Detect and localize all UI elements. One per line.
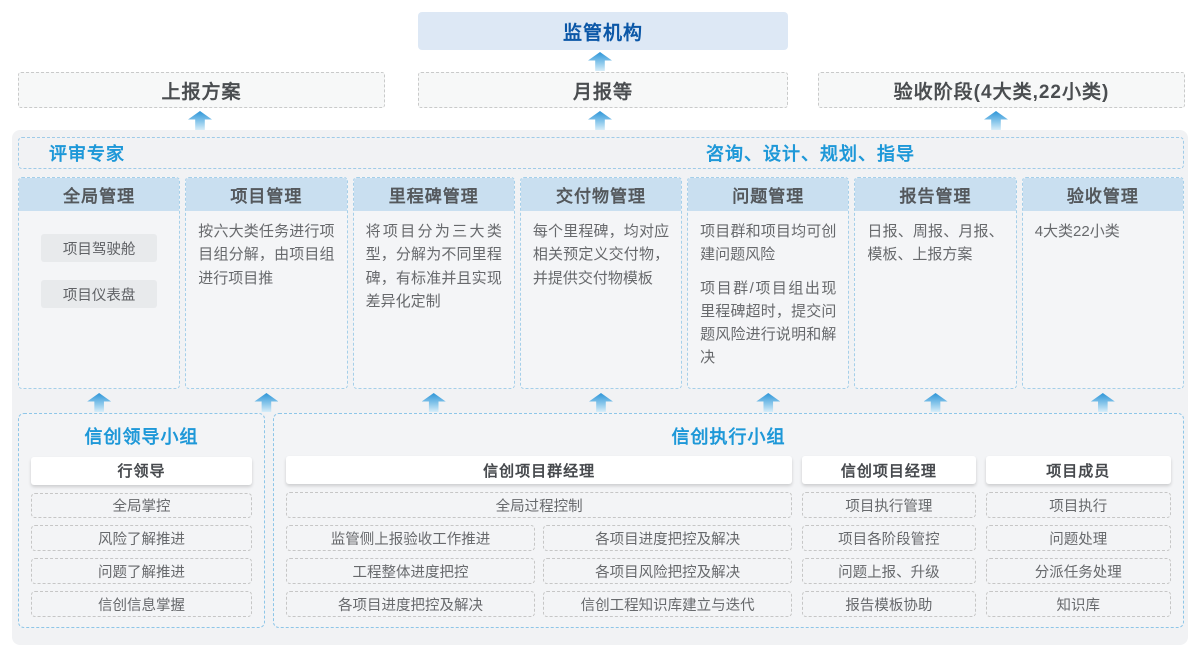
column-text: 项目群和项目均可创建问题风险 [700, 223, 837, 264]
column-issue-management: 问题管理 项目群和项目均可创建问题风险 项目群/项目组出现里程碑超时，提交问题风… [687, 177, 850, 389]
cockpit-box: 项目驾驶舱 [41, 234, 158, 262]
member-item: 问题处理 [985, 525, 1171, 551]
column-milestone-management: 里程碑管理 将项目分为三大类型，分解为不同里程碑，有标准并且实现差异化定制 [352, 177, 515, 389]
column-text: 每个里程碑，均对应相关预定义交付物，并提供交付物模板 [532, 223, 670, 287]
member-item: 项目执行 [985, 492, 1171, 518]
column-global-management: 全局管理 项目驾驶舱 项目仪表盘 [18, 177, 181, 389]
up-arrow-col-1 [87, 393, 112, 412]
regulator-box: 监管机构 [418, 12, 788, 50]
pjm-item: 报告模板协助 [802, 591, 976, 617]
bottom-groups: 信创领导小组 行领导 全局掌控 风险了解推进 问题了解推进 信创信息掌握 信创执… [18, 413, 1184, 628]
member-item: 知识库 [985, 591, 1171, 617]
pm-item: 工程整体进度把控 [286, 558, 536, 584]
role-project-member: 项目成员 [985, 456, 1171, 484]
guidance-label: 咨询、设计、规划、指导 [706, 144, 916, 164]
program-manager-section: 信创项目群经理 全局过程控制 监管侧上报验收工作推进 各项目进度把控及解决 工程… [286, 450, 793, 617]
pjm-item: 项目执行管理 [802, 492, 976, 518]
role-project-manager: 信创项目经理 [802, 456, 976, 484]
column-title: 项目管理 [186, 178, 347, 211]
pm-item: 各项目风险把控及解决 [543, 558, 793, 584]
column-title: 交付物管理 [520, 178, 682, 211]
leader-group-box: 信创领导小组 行领导 全局掌控 风险了解推进 问题了解推进 信创信息掌握 [18, 413, 265, 628]
up-arrow-col-6 [923, 393, 948, 412]
column-title: 验收管理 [1022, 178, 1183, 211]
up-arrow-col-4 [588, 393, 613, 412]
report-plan-box: 上报方案 [18, 72, 385, 108]
report-acceptance-label: 验收阶段(4大类,22小类) [893, 81, 1110, 103]
role-program-manager: 信创项目群经理 [286, 456, 793, 484]
up-arrow-to-monthly [588, 111, 612, 130]
up-arrow-col-5 [756, 393, 781, 412]
pjm-item: 问题上报、升级 [802, 558, 976, 584]
up-arrow-col-2 [254, 393, 279, 412]
leader-item: 信创信息掌握 [31, 591, 252, 618]
column-title: 问题管理 [688, 178, 849, 211]
leader-item: 问题了解推进 [31, 558, 252, 585]
column-text: 将项目分为三大类型，分解为不同里程碑，有标准并且实现差异化定制 [365, 223, 502, 310]
pm-item: 各项目进度把控及解决 [543, 525, 793, 551]
column-title: 报告管理 [855, 178, 1016, 211]
column-deliverable-management: 交付物管理 每个里程碑，均对应相关预定义交付物，并提供交付物模板 [519, 177, 683, 389]
column-text: 项目群/项目组出现里程碑超时，提交问题风险进行说明和解决 [700, 279, 837, 367]
column-project-management: 项目管理 按六大类任务进行项目组分解，由项目组进行项目推 [185, 177, 348, 389]
pm-item: 各项目进度把控及解决 [286, 591, 536, 617]
column-body: 按六大类任务进行项目组分解，由项目组进行项目推 [186, 211, 346, 308]
column-body: 项目驾驶舱 项目仪表盘 [19, 211, 179, 334]
member-item: 分派任务处理 [985, 558, 1171, 584]
column-report-management: 报告管理 日报、周报、月报、模板、上报方案 [854, 177, 1017, 389]
role-bank-leadership: 行领导 [31, 456, 252, 485]
column-text: 日报、周报、月报、模板、上报方案 [867, 223, 1004, 264]
column-text: 按六大类任务进行项目组分解，由项目组进行项目推 [198, 223, 335, 287]
project-member-section: 项目成员 项目执行 问题处理 分派任务处理 知识库 [985, 450, 1171, 617]
up-arrow-monthly-to-regulator [588, 52, 612, 71]
leader-item: 风险了解推进 [31, 525, 252, 552]
experts-header: 评审专家 咨询、设计、规划、指导 [18, 137, 1184, 169]
regulator-label: 监管机构 [562, 22, 643, 44]
report-monthly-label: 月报等 [572, 81, 633, 103]
project-manager-section: 信创项目经理 项目执行管理 项目各阶段管控 问题上报、升级 报告模板协助 [802, 450, 976, 617]
arrow-band [18, 393, 1184, 413]
management-columns: 全局管理 项目驾驶舱 项目仪表盘 项目管理 按六大类任务进行项目组分解，由项目组… [18, 177, 1184, 389]
report-plan-label: 上报方案 [161, 81, 242, 103]
column-title: 里程碑管理 [353, 178, 514, 211]
column-text: 4大类22小类 [1034, 223, 1120, 240]
column-body: 每个里程碑，均对应相关预定义交付物，并提供交付物模板 [521, 211, 681, 308]
report-acceptance-box: 验收阶段(4大类,22小类) [818, 72, 1185, 108]
experts-label: 评审专家 [49, 144, 125, 164]
main-panel: 评审专家 咨询、设计、规划、指导 全局管理 项目驾驶舱 项目仪表盘 项目管理 按… [12, 130, 1188, 645]
pm-item: 监管侧上报验收工作推进 [286, 525, 536, 551]
exec-sections: 信创项目群经理 全局过程控制 监管侧上报验收工作推进 各项目进度把控及解决 工程… [286, 450, 1171, 617]
exec-group-title: 信创执行小组 [671, 427, 786, 447]
up-arrow-to-plan [188, 111, 212, 130]
column-title: 全局管理 [19, 178, 180, 211]
pm-item: 信创工程知识库建立与迭代 [543, 591, 793, 617]
column-body: 4大类22小类 [1023, 211, 1183, 261]
column-body: 将项目分为三大类型，分解为不同里程碑，有标准并且实现差异化定制 [354, 211, 514, 331]
column-body: 项目群和项目均可创建问题风险 项目群/项目组出现里程碑超时，提交问题风险进行说明… [688, 211, 848, 388]
column-body: 日报、周报、月报、模板、上报方案 [855, 211, 1015, 285]
dashboard-box: 项目仪表盘 [41, 280, 158, 308]
up-arrow-col-7 [1090, 393, 1115, 412]
pjm-item: 项目各阶段管控 [802, 525, 976, 551]
program-manager-grid: 监管侧上报验收工作推进 各项目进度把控及解决 工程整体进度把控 各项目风险把控及… [286, 525, 793, 617]
exec-group-box: 信创执行小组 信创项目群经理 全局过程控制 监管侧上报验收工作推进 各项目进度把… [273, 413, 1184, 628]
pm-full-item: 全局过程控制 [286, 492, 793, 518]
leader-item: 全局掌控 [31, 492, 252, 519]
up-arrow-col-3 [421, 393, 446, 412]
report-monthly-box: 月报等 [418, 72, 788, 108]
column-acceptance-management: 验收管理 4大类22小类 [1021, 177, 1184, 389]
leader-group-title: 信创领导小组 [84, 427, 199, 447]
up-arrow-to-acceptance [984, 111, 1008, 130]
